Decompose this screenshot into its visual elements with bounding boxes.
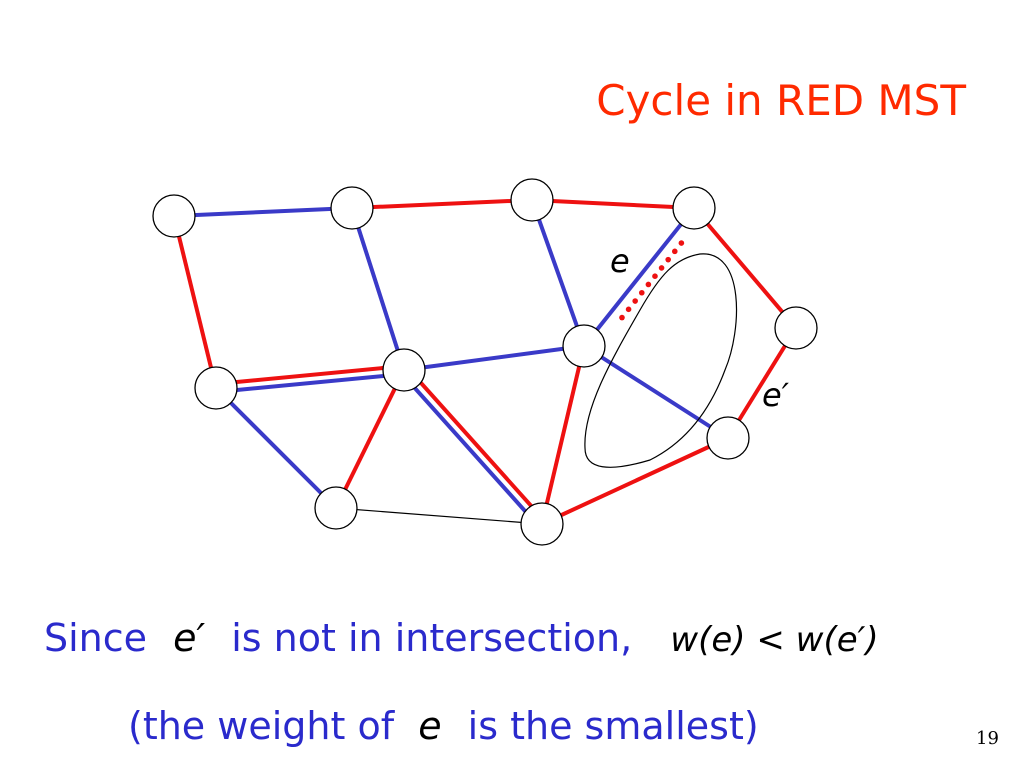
edge-D-E-red: [692, 206, 798, 330]
graph-node-F: [562, 324, 606, 368]
graph-node-D: [672, 186, 716, 230]
graph-node-A: [152, 194, 196, 238]
graph-node-J: [314, 486, 358, 530]
edge-e-dotted: [589, 223, 685, 339]
edge-I-K-red: [541, 436, 729, 526]
edge-H-J-blue: [214, 386, 338, 510]
edge-e-dot: [652, 273, 658, 279]
caption-not-in-intersection: is not in intersection,: [231, 616, 633, 660]
graph-node-C: [510, 178, 554, 222]
edge-F-K-red: [540, 345, 586, 525]
edge-H-G-blue: [216, 371, 405, 394]
caption-weight-of: (the weight of: [128, 704, 395, 748]
graph-edges: [172, 198, 798, 529]
edge-G-F-blue: [403, 344, 585, 372]
edge-e-dot: [638, 289, 645, 296]
edge-e-dot: [625, 306, 632, 313]
edge-A-B-blue: [173, 206, 353, 218]
edge-label-e-prime: e′: [762, 376, 790, 414]
edge-G-K-red: [405, 365, 547, 523]
edge-F-I-blue: [582, 344, 730, 440]
graph-node-B: [330, 186, 374, 230]
edge-A-H-red: [172, 215, 218, 389]
graph-nodes: [152, 178, 818, 546]
caption-weight-formula: w(e) < w(e′): [670, 620, 879, 660]
cycle-region-outline: [584, 253, 738, 468]
edge-e-blue: [589, 223, 683, 339]
page-number: 19: [976, 728, 999, 749]
edge-G-J-red: [334, 369, 406, 509]
graph-node-I: [706, 416, 750, 460]
edge-e-dot: [678, 240, 685, 246]
edge-H-G-red: [215, 364, 404, 387]
caption-var-e: e: [418, 704, 442, 748]
caption-var-e-prime: e′: [173, 616, 206, 660]
graph-node-H: [194, 366, 238, 410]
caption-line-2: (the weight of e is the smallest): [128, 704, 759, 748]
edge-e-dot: [632, 298, 638, 304]
graph-node-K: [520, 502, 564, 546]
caption-line-1: Since e′ is not in intersection, w(e) < …: [44, 616, 879, 660]
caption-since: Since: [44, 616, 148, 660]
edge-C-F-blue: [530, 199, 586, 347]
edge-B-C-red: [351, 198, 533, 210]
edge-e-dot: [665, 256, 671, 263]
edge-e-dot: [619, 314, 625, 321]
edge-e-dot: [645, 281, 652, 288]
edge-C-D-red: [531, 198, 695, 210]
edge-label-e: e: [610, 242, 630, 280]
caption-is-smallest: is the smallest): [467, 704, 759, 748]
graph-node-G: [382, 348, 426, 392]
edge-G-K-blue: [399, 371, 541, 529]
graph-node-E: [774, 306, 818, 350]
edge-e-dot: [658, 265, 665, 271]
edge-e-dot: [671, 248, 678, 255]
edge-J-K-thin: [335, 507, 543, 525]
slide-title: Cycle in RED MST: [596, 76, 966, 125]
cycle-outline: [584, 253, 738, 468]
edge-B-G-blue: [350, 207, 406, 371]
